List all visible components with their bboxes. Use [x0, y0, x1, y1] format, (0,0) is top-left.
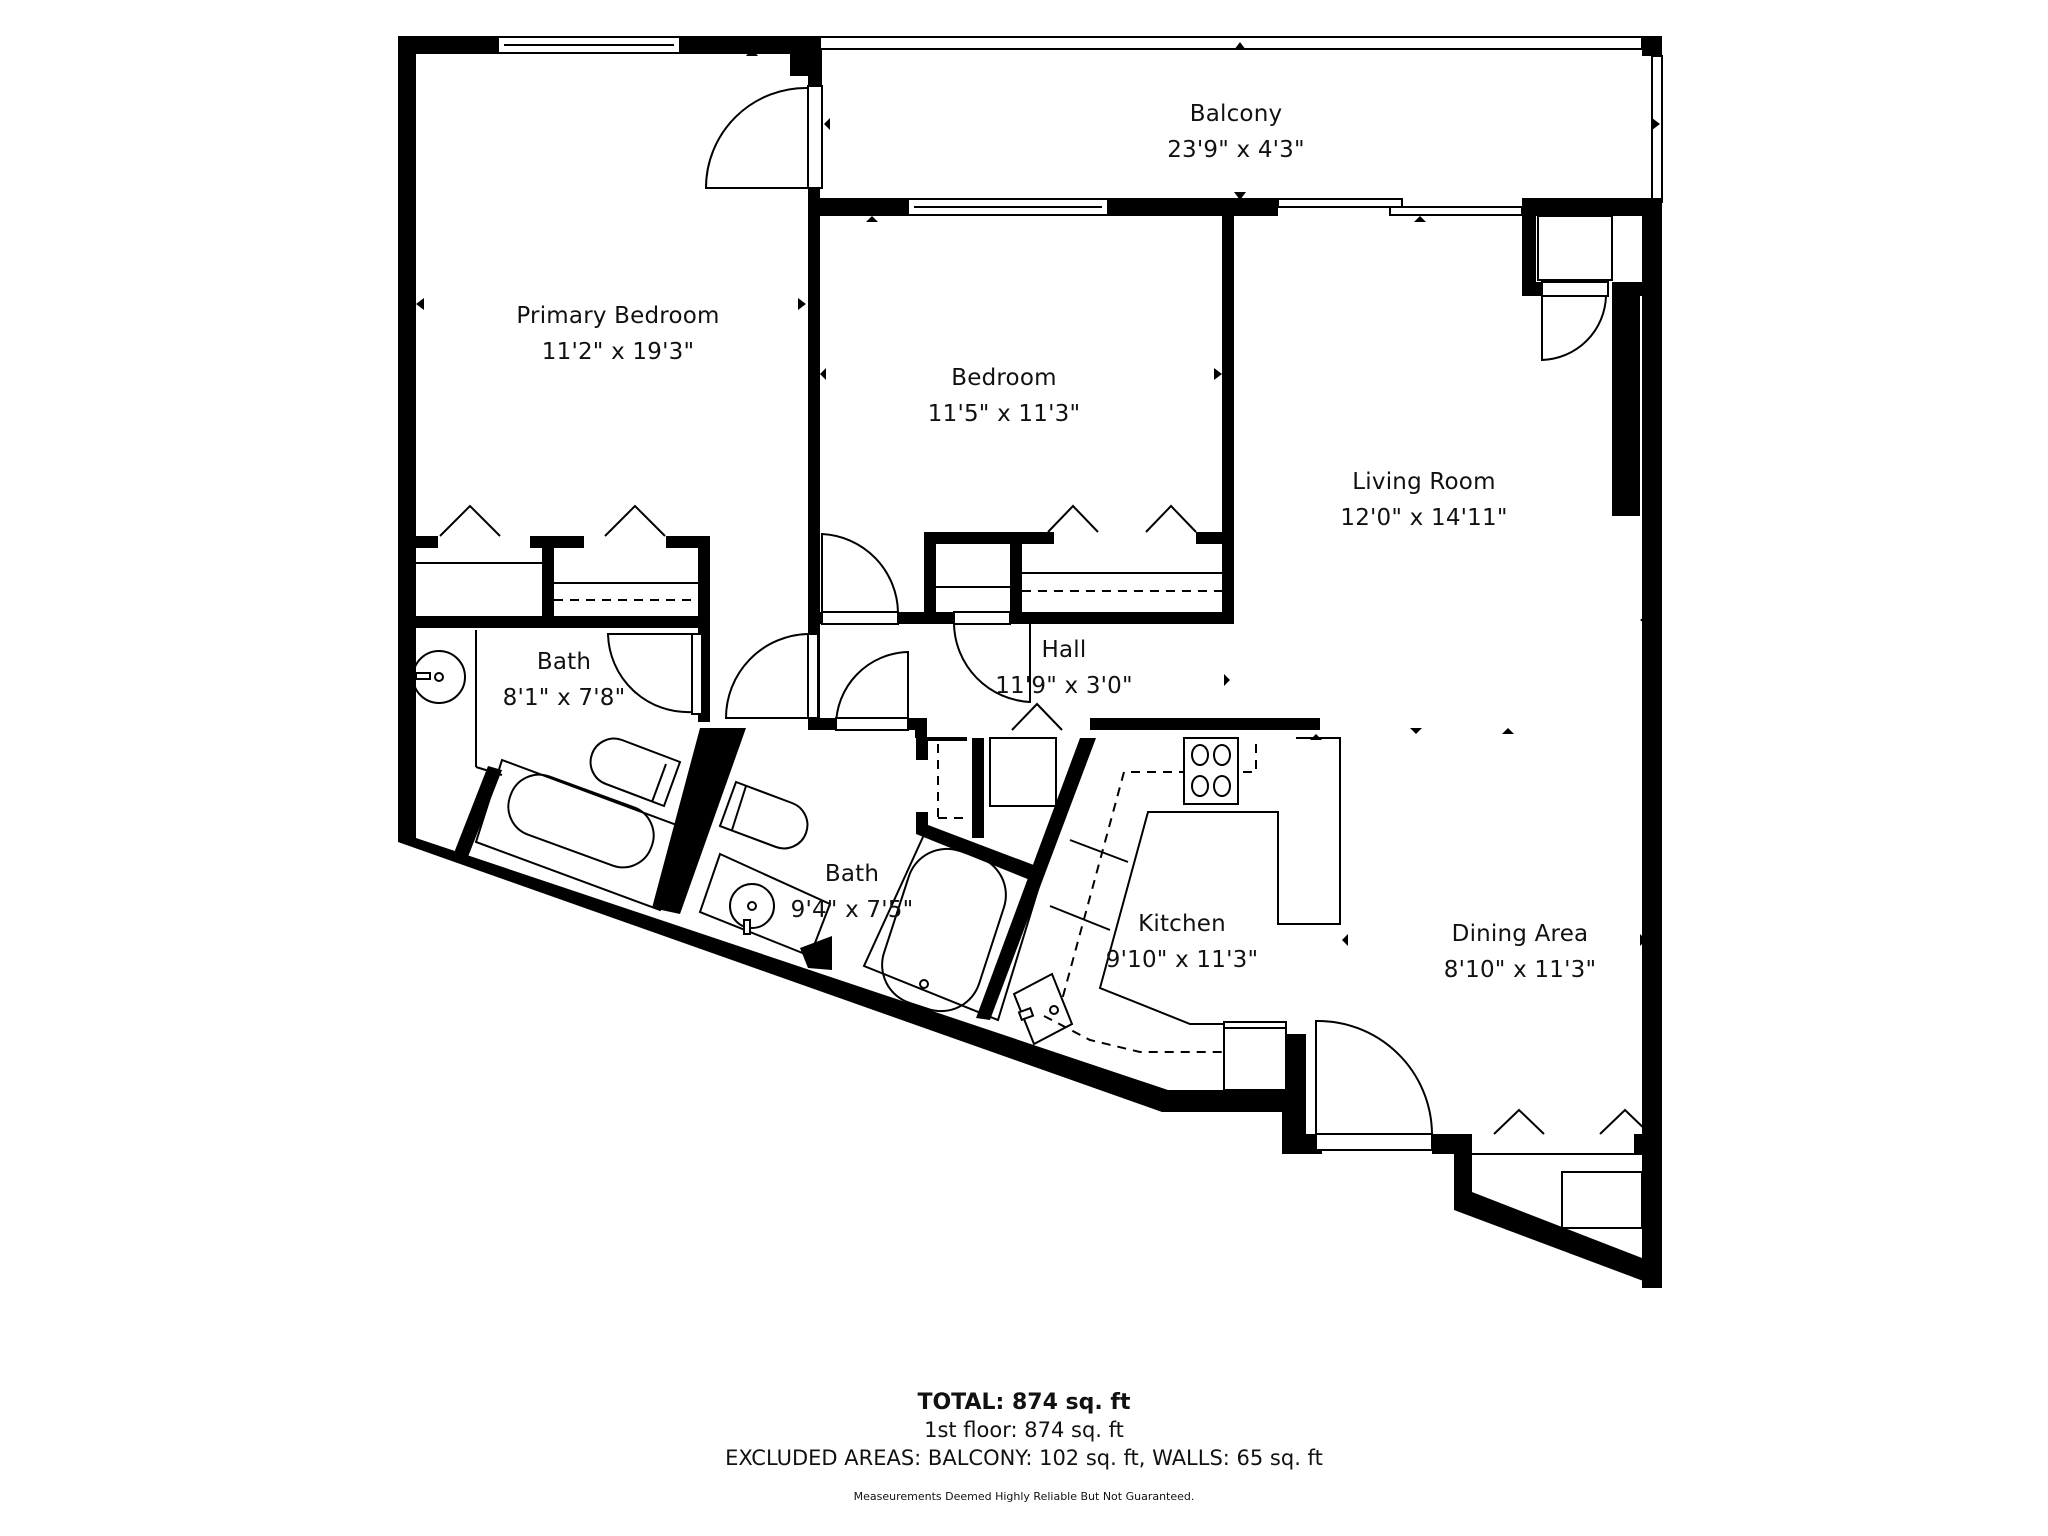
room-name: Bath	[536, 649, 592, 675]
doors	[606, 86, 1609, 1151]
room-name: Primary Bedroom	[516, 303, 720, 329]
bath-2-fixtures	[698, 737, 1057, 1022]
closets	[416, 215, 1651, 1229]
room-label-living-room: Living Room 12'0" x 14'11"	[1340, 464, 1507, 536]
room-dims: 8'10" x 11'3"	[1443, 957, 1597, 983]
floor-area: 1st floor: 874 sq. ft	[924, 1418, 1124, 1442]
room-dims: 11'2" x 19'3"	[541, 339, 695, 365]
interior-walls	[416, 85, 1320, 1020]
room-name: Bath	[824, 861, 880, 887]
dimension-markers	[416, 42, 1660, 946]
windows	[497, 36, 1523, 216]
room-name: Bedroom	[951, 365, 1057, 391]
room-label-bedroom: Bedroom 11'5" x 11'3"	[928, 360, 1080, 432]
exterior-walls	[398, 36, 1663, 1288]
room-label-balcony: Balcony 23'9" x 4'3"	[1167, 96, 1305, 168]
excluded-areas: EXCLUDED AREAS: BALCONY: 102 sq. ft, WAL…	[725, 1446, 1323, 1470]
room-label-primary-bedroom: Primary Bedroom 11'2" x 19'3"	[516, 298, 719, 370]
room-name: Kitchen	[1138, 911, 1226, 937]
room-dims: 9'10" x 11'3"	[1105, 947, 1259, 973]
room-label-hall: Hall 11'9" x 3'0"	[995, 632, 1133, 704]
room-name: Living Room	[1352, 469, 1496, 495]
room-label-kitchen: Kitchen 9'10" x 11'3"	[1106, 906, 1258, 978]
room-label-bath-2: Bath 9'4" x 7'5"	[791, 856, 914, 928]
room-label-dining-area: Dining Area 8'10" x 11'3"	[1444, 916, 1596, 988]
room-name: Dining Area	[1451, 921, 1589, 947]
room-name: Balcony	[1189, 101, 1283, 127]
room-dims: 9'4" x 7'5"	[790, 897, 914, 923]
room-dims: 12'0" x 14'11"	[1340, 505, 1508, 531]
room-name: Hall	[1041, 637, 1087, 663]
room-dims: 11'5" x 11'3"	[927, 401, 1081, 427]
room-dims: 11'9" x 3'0"	[995, 673, 1133, 699]
room-label-bath-1: Bath 8'1" x 7'8"	[503, 644, 626, 716]
kitchen-fixtures	[1012, 737, 1341, 1091]
disclaimer: Measeurements Deemed Highly Reliable But…	[853, 1490, 1195, 1503]
total-area: TOTAL: 874 sq. ft	[917, 1390, 1131, 1415]
bath-1-fixtures	[412, 630, 809, 912]
room-dims: 23'9" x 4'3"	[1167, 137, 1305, 163]
room-dims: 8'1" x 7'8"	[502, 685, 626, 711]
